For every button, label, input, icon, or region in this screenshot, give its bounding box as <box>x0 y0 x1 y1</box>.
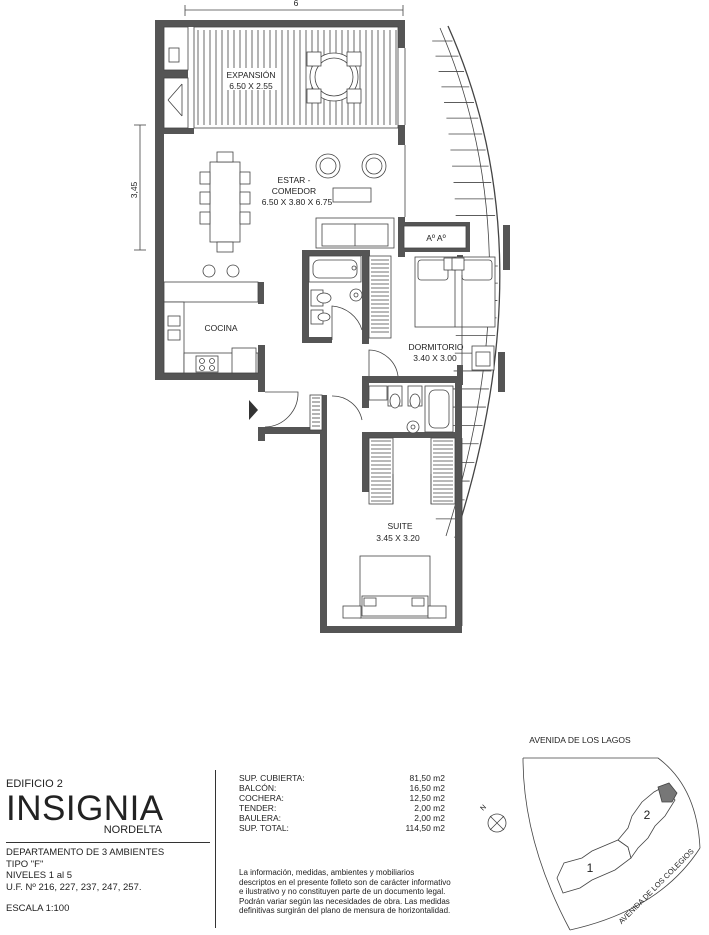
areas-table: SUP. CUBIERTA: 81,50 m2 BALCÓN: 16,50 m2 C… <box>239 773 445 833</box>
aa-label: Aº Aº <box>426 233 445 243</box>
estar-size: 6.50 X 3.80 X 6.75 <box>262 197 333 207</box>
area-value: 114,50 m2 <box>405 823 445 833</box>
entrance-door <box>249 391 299 428</box>
unit-info-line: TIPO "F" <box>6 858 44 870</box>
dimension-top: 6 <box>184 0 404 16</box>
brand-block: EDIFICIO 2 INSIGNIA NORDELTA DEPARTAMENT… <box>6 778 210 914</box>
dimension-top-label: 6 <box>294 0 299 8</box>
kitchen: COCINA <box>163 264 259 374</box>
aa-box: Aº Aº <box>398 222 470 252</box>
suite-name: SUITE <box>387 521 412 531</box>
area-value: 16,50 m2 <box>409 783 445 793</box>
area-label: COCHERA: <box>239 793 284 803</box>
dormitorio-name: DORMITORIO <box>408 342 463 352</box>
area-row: SUP. CUBIERTA: 81,50 m2 <box>239 773 445 783</box>
dormitorio: DORMITORIO 3.40 X 3.00 <box>368 255 496 377</box>
info-divider <box>215 770 216 928</box>
corridor-closet <box>309 394 363 431</box>
edificio-label: EDIFICIO 2 <box>6 778 63 790</box>
estar-name-1: ESTAR - <box>278 175 311 185</box>
bathroom-2 <box>368 385 454 434</box>
site-plan: AVENIDA DE LOS LAGOS 1 2 AVENIDA DE LOS … <box>479 735 701 931</box>
estar-name-2: COMEDOR <box>272 186 316 196</box>
area-row: COCHERA: 12,50 m2 <box>239 793 445 803</box>
bathroom-1 <box>308 255 363 340</box>
windows <box>404 48 463 626</box>
unit-info-line: U.F. Nº 216, 227, 237, 247, 257. <box>6 881 142 893</box>
area-value: 81,50 m2 <box>409 773 445 783</box>
expansion-name: EXPANSIÓN <box>227 70 276 80</box>
north-label: N <box>479 804 488 813</box>
dormitorio-size: 3.40 X 3.00 <box>413 353 457 363</box>
expansion-deck: EXPANSIÓN 6.50 X 2.55 <box>163 26 399 129</box>
unit-info-line: DEPARTAMENTO DE 3 AMBIENTES <box>6 847 165 858</box>
location-label: NORDELTA <box>103 824 162 836</box>
area-row: BAULERA: 2,00 m2 <box>239 813 445 823</box>
dimension-left-label: 3,45 <box>129 181 139 198</box>
suite: SUITE 3.45 X 3.20 <box>342 437 456 619</box>
building-1: 1 <box>587 861 594 875</box>
area-row: SUP. TOTAL: 114,50 m2 <box>239 823 445 833</box>
building-2: 2 <box>644 808 651 822</box>
area-label: TENDER: <box>239 803 277 813</box>
cocina-label: COCINA <box>204 323 237 333</box>
area-row: TENDER: 2,00 m2 <box>239 803 445 813</box>
area-value: 12,50 m2 <box>409 793 445 803</box>
expansion-size: 6.50 X 2.55 <box>229 81 273 91</box>
building-name: INSIGNIA <box>6 789 164 828</box>
area-value: 2,00 m2 <box>414 813 445 823</box>
area-label: BAULERA: <box>239 813 282 823</box>
brand-rule <box>6 842 210 843</box>
suite-size: 3.45 X 3.20 <box>376 533 420 543</box>
area-value: 2,00 m2 <box>414 803 445 813</box>
area-row: BALCÓN: 16,50 m2 <box>239 783 445 793</box>
street-top: AVENIDA DE LOS LAGOS <box>529 735 631 745</box>
unit-info: DEPARTAMENTO DE 3 AMBIENTES TIPO "F" NIV… <box>6 847 206 893</box>
dimension-left: 3,45 <box>129 124 146 251</box>
area-label: SUP. CUBIERTA: <box>239 773 305 783</box>
unit-info-line: NIVELES 1 al 5 <box>6 870 73 881</box>
living-dining: ESTAR - COMEDOR 6.50 X 3.80 X 6.75 <box>199 151 395 253</box>
scale-label: ESCALA 1:100 <box>6 903 70 914</box>
area-label: BALCÓN: <box>239 783 277 793</box>
disclaimer-text: La información, medidas, ambientes y mob… <box>239 868 451 916</box>
area-label: SUP. TOTAL: <box>239 823 289 833</box>
